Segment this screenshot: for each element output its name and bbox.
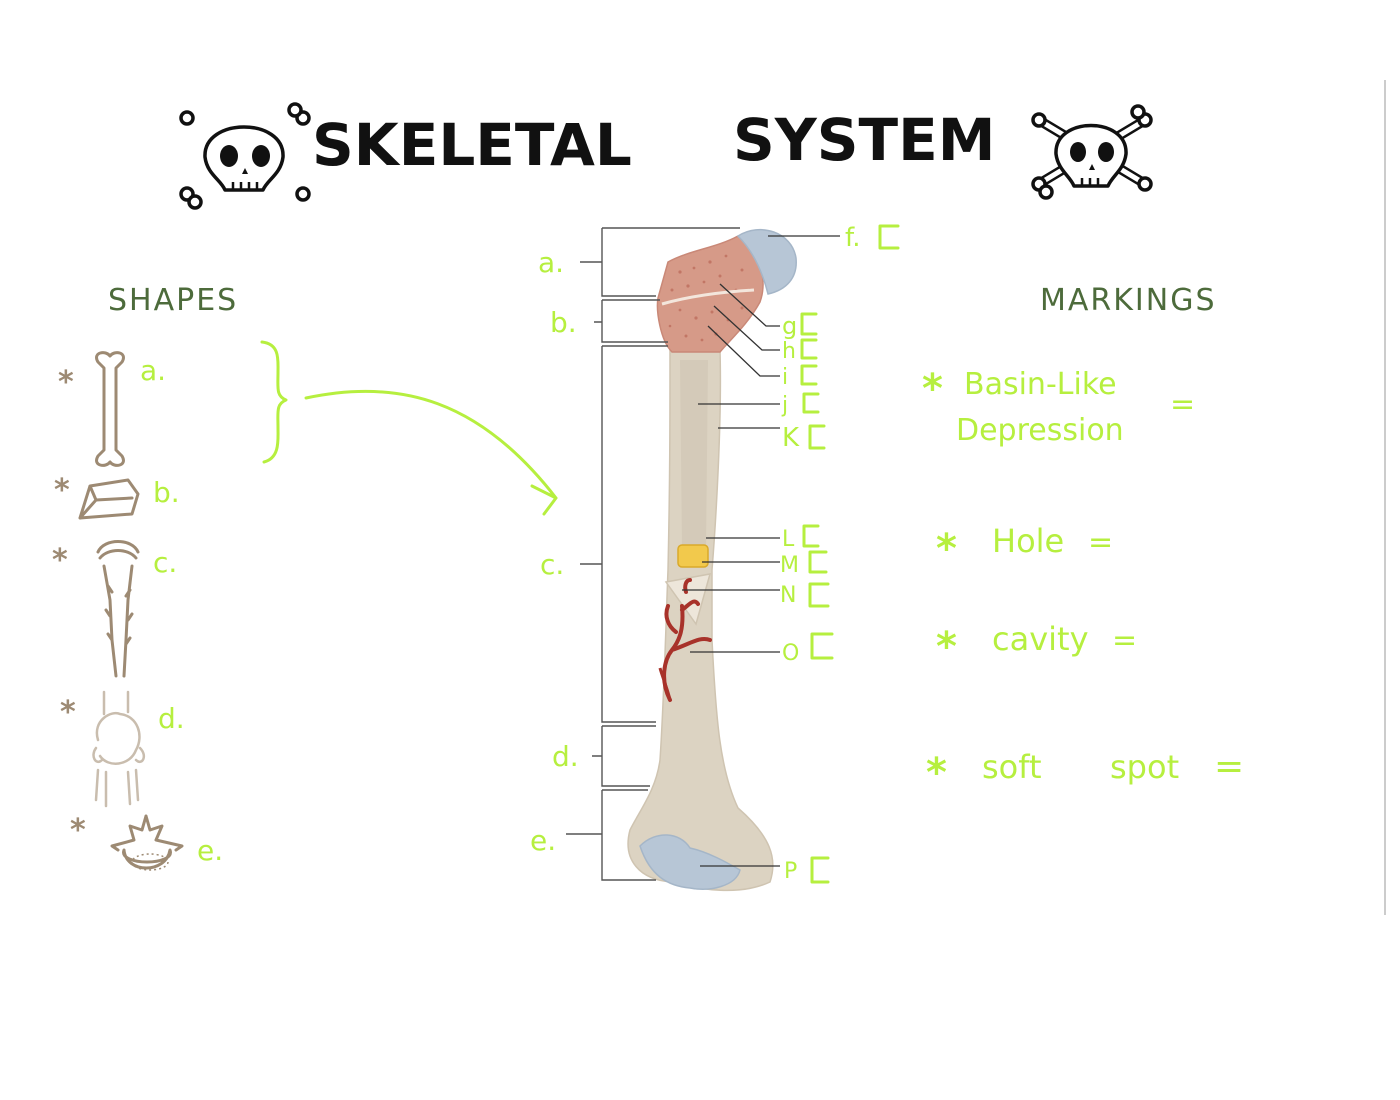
answer-box[interactable]: [808, 582, 830, 608]
shape-star: *: [52, 543, 68, 578]
region-label-d: d.: [552, 740, 579, 773]
title-left: SKELETAL: [312, 111, 632, 179]
shape-letter: e.: [197, 834, 223, 867]
marking-soft-label: soft: [982, 748, 1042, 786]
shape-item-vertebra: * e.: [70, 813, 223, 871]
skull-crossbones-icon-right: [1031, 104, 1153, 200]
part-label-p: P: [784, 859, 797, 884]
marking-star: *: [936, 526, 957, 572]
shape-letter: c.: [153, 546, 177, 579]
shape-letter: b.: [153, 476, 180, 509]
answer-box[interactable]: [800, 338, 818, 360]
yellow-marrow: [677, 544, 709, 568]
part-leader-lines: [682, 235, 840, 867]
answer-box[interactable]: [802, 524, 820, 548]
irregular-bone-icon: [92, 690, 146, 808]
shape-letter: a.: [140, 354, 166, 387]
part-label-f: f.: [845, 223, 861, 253]
shape-star: *: [70, 813, 86, 848]
skull-crossbones-icon-left: [179, 102, 311, 210]
part-label-l: L: [782, 527, 795, 552]
region-brackets: [566, 227, 740, 881]
part-labels: f. g h i j K L M N O P: [780, 223, 900, 884]
vertebra-icon: [110, 814, 184, 870]
part-label-h: h: [782, 339, 796, 364]
region-label-e: e.: [530, 824, 556, 857]
part-label-o: O: [782, 641, 799, 666]
part-label-n: N: [780, 583, 796, 608]
part-label-g: g: [782, 312, 797, 340]
shapes-heading: SHAPES: [108, 283, 238, 318]
vertebra-body-texture: [131, 853, 169, 871]
marking-equals: =: [1214, 746, 1244, 787]
marking-hole-label: Hole: [992, 522, 1064, 560]
answer-box[interactable]: [810, 856, 830, 884]
long-bone-diagram: [627, 228, 797, 892]
answer-box[interactable]: [808, 550, 828, 574]
shape-item-irregular-bone: * d.: [60, 690, 185, 808]
shape-star: *: [58, 365, 74, 400]
articular-cartilage-proximal: [736, 228, 797, 295]
marking-equals: =: [1112, 623, 1137, 658]
short-bone-icon: [78, 478, 140, 520]
marking-cavity-label: cavity: [992, 620, 1089, 658]
answer-box[interactable]: [810, 632, 834, 660]
region-label-b: b.: [550, 306, 577, 339]
part-label-m: M: [780, 553, 799, 578]
curly-brace: [260, 340, 288, 464]
answer-box[interactable]: [878, 224, 900, 250]
shape-star: *: [60, 695, 76, 730]
shape-item-short-bone: * b.: [54, 473, 180, 520]
shapes-list: * a. * b. * c. * d. * e.: [52, 351, 223, 871]
title-right: SYSTEM: [733, 106, 995, 174]
marking-star: *: [926, 750, 947, 796]
answer-box[interactable]: [800, 312, 818, 336]
part-label-k: K: [782, 423, 800, 453]
shape-item-flat-bone: * c.: [52, 540, 177, 678]
flat-bone-icon: [96, 540, 140, 678]
cut-section: [664, 573, 712, 626]
long-bone-icon: [95, 351, 125, 467]
answer-box[interactable]: [808, 424, 826, 450]
region-label-a: a.: [538, 246, 564, 279]
markings-list: * Basin-Like Depression = * Hole = * cav…: [922, 366, 1244, 796]
marking-equals: =: [1170, 387, 1195, 422]
markings-heading: MARKINGS: [1040, 283, 1217, 318]
marking-star: *: [936, 624, 957, 670]
epiphyseal-line: [661, 288, 755, 306]
region-label-c: c.: [540, 548, 564, 581]
shape-letter: d.: [158, 702, 185, 735]
curved-arrow: [304, 389, 558, 516]
marking-equals: =: [1088, 525, 1113, 560]
articular-cartilage-distal: [639, 834, 741, 890]
shape-star: *: [54, 473, 70, 508]
marking-basin-line1: Basin-Like: [964, 367, 1117, 402]
answer-box[interactable]: [800, 364, 818, 386]
medullary-cavity: [680, 360, 708, 548]
marking-star: *: [922, 366, 943, 412]
part-label-j: j: [781, 393, 788, 418]
nutrient-artery: [662, 578, 712, 702]
marking-basin-line2: Depression: [956, 413, 1124, 448]
title-bar: SKELETAL SYSTEM: [179, 102, 1153, 210]
shape-item-long-bone: * a.: [58, 351, 166, 467]
marking-spot-label: spot: [1110, 748, 1179, 786]
answer-box[interactable]: [802, 392, 820, 414]
part-label-i: i: [782, 365, 788, 390]
